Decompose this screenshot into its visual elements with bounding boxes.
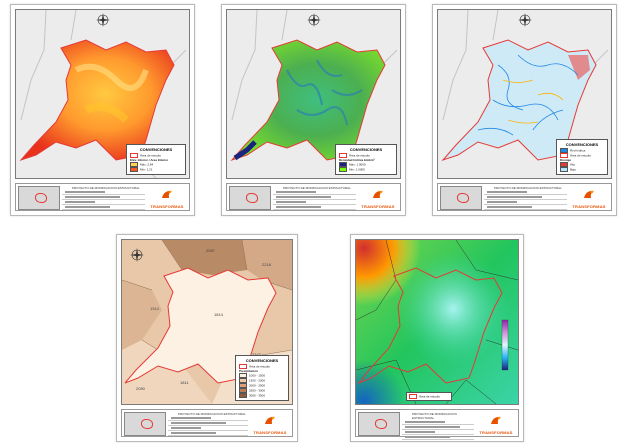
brand-name: TRANSFORMAS xyxy=(572,204,606,209)
north-arrow-icon xyxy=(96,13,110,27)
map-footer: PROYECTO DE MODIFICACION ESTRUCTURAL TRA… xyxy=(355,409,519,440)
legend-subtitle: Drenaje xyxy=(560,158,572,162)
map-canvas xyxy=(16,10,189,178)
title-block: PROYECTO DE MODIFICACION ESTRUCTURAL xyxy=(484,186,567,210)
map-sheet-1: CONVENCIONES Área de estudio Elev. Infer… xyxy=(10,4,195,216)
legend-item: Mín: 1.0000 xyxy=(339,167,393,172)
legend-item: 1500 - 2000 xyxy=(239,378,285,383)
map-sheet-4: 1314 2057 1814 2218 1811 2347 2050 CONVE… xyxy=(116,234,298,442)
map-legend: CONVENCIONES Área de estudio Elev. Infer… xyxy=(126,144,186,175)
zone-label: 2057 xyxy=(206,248,216,253)
title-block: PROYECTO DE MODIFICACION ESTRUCTURAL xyxy=(273,186,356,210)
brand-name: TRANSFORMAS xyxy=(253,430,287,435)
legend-subtitle: Elev. Inferior / Area Inferior xyxy=(130,158,169,162)
study-area xyxy=(19,39,175,162)
study-area xyxy=(357,267,503,385)
brand-logo-icon xyxy=(162,190,172,198)
legend-item: 1000 - 1500 xyxy=(239,373,285,378)
legend-item: Área de estudio xyxy=(560,153,604,158)
legend-title: CONVENCIONES xyxy=(565,142,599,147)
zone-label: 2218 xyxy=(262,262,272,267)
brand-logo-icon xyxy=(373,190,383,198)
brand-logo: TRANSFORMAS xyxy=(358,186,398,209)
zone-label: 2347 xyxy=(252,352,262,357)
map-legend: Área de estudio xyxy=(406,392,452,401)
brand-name: TRANSFORMAS xyxy=(150,204,184,209)
legend-subtitle: Densidad hídrica km/km² xyxy=(339,158,375,162)
color-ramp-bar xyxy=(501,319,509,371)
map-legend: CONVENCIONES Área de estudio Densidad hí… xyxy=(335,144,397,175)
zone-label: 1814 xyxy=(214,312,224,317)
map-legend: CONVENCIONES Red hídrica Área de estudio… xyxy=(556,139,608,175)
north-arrow-icon xyxy=(307,13,321,27)
map-footer: PROYECTO DE MODIFICACION ESTRUCTURAL TRA… xyxy=(121,409,293,437)
legend-item: Bajo xyxy=(560,167,604,172)
legend-item: Red hídrica xyxy=(560,148,604,153)
map-frame: CONVENCIONES Red hídrica Área de estudio… xyxy=(437,9,612,179)
brand-logo: TRANSFORMAS xyxy=(569,186,609,209)
study-area xyxy=(124,267,277,384)
map-frame: 1314 2057 1814 2218 1811 2347 2050 CONVE… xyxy=(121,239,293,405)
map-sheet-2: CONVENCIONES Área de estudio Densidad hí… xyxy=(221,4,406,216)
legend-title: CONVENCIONES xyxy=(139,147,173,152)
zone-label: 1811 xyxy=(180,380,189,385)
footer-title: PROYECTO DE MODIFICACION ESTRUCTURAL xyxy=(283,186,351,190)
title-block: PROYECTO DE MODIFICACION ESTRUCTURAL xyxy=(168,412,248,436)
footer-title: PROYECTO DE MODIFICACION ESTRUCTURAL xyxy=(494,186,562,190)
legend-item: Área de estudio xyxy=(130,153,182,158)
location-inset xyxy=(229,186,271,210)
brand-logo: TRANSFORMAS xyxy=(147,186,187,209)
legend-item: Mín: 1,21 xyxy=(130,167,182,172)
map-frame: CONVENCIONES Área de estudio Densidad hí… xyxy=(226,9,401,179)
study-area xyxy=(441,39,597,162)
brand-logo-icon xyxy=(265,416,275,424)
legend-item: Máx: 1.0000 xyxy=(339,162,393,167)
map-sheet-5: Área de estudio PROYECTO DE MODIFICACION… xyxy=(350,234,524,442)
map-canvas xyxy=(438,10,611,178)
map-frame: CONVENCIONES Área de estudio Elev. Infer… xyxy=(15,9,190,179)
legend-item: Área de estudio xyxy=(239,364,285,369)
brand-logo-icon xyxy=(584,190,594,198)
zone-label: 1314 xyxy=(150,306,160,311)
location-inset xyxy=(18,186,60,210)
location-inset xyxy=(358,412,400,436)
map-footer: PROYECTO DE MODIFICACION ESTRUCTURAL TRA… xyxy=(437,183,612,211)
map-footer: PROYECTO DE MODIFICACION ESTRUCTURAL TRA… xyxy=(15,183,190,211)
brand-name: TRANSFORMAS xyxy=(479,430,513,435)
brand-logo-icon xyxy=(491,416,501,424)
map-canvas xyxy=(356,240,518,404)
legend-item: 2500 - 3000 xyxy=(239,388,285,393)
map-sheet-3: CONVENCIONES Red hídrica Área de estudio… xyxy=(432,4,617,216)
legend-item: Máx: 2,64 xyxy=(130,162,182,167)
map-legend: CONVENCIONES Área de estudio Precipitaci… xyxy=(235,355,289,401)
footer-title: PROYECTO DE MODIFICACION ESTRUCTURAL xyxy=(178,412,246,416)
brand-logo: TRANSFORMAS xyxy=(476,412,516,435)
legend-item: Área de estudio xyxy=(409,394,449,399)
study-area xyxy=(230,39,386,162)
map-frame: Área de estudio xyxy=(355,239,519,405)
zone-label: 2050 xyxy=(136,386,146,391)
title-block: PROYECTO DE MODIFICACION ESTRUCTURAL xyxy=(402,412,474,440)
legend-title: CONVENCIONES xyxy=(245,358,279,363)
north-arrow-icon xyxy=(518,13,532,27)
title-block: PROYECTO DE MODIFICACION ESTRUCTURAL xyxy=(62,186,145,210)
footer-title: PROYECTO DE MODIFICACION ESTRUCTURAL xyxy=(72,186,140,190)
legend-item: Área de estudio xyxy=(339,153,393,158)
brand-name: TRANSFORMAS xyxy=(361,204,395,209)
brand-logo: TRANSFORMAS xyxy=(250,412,290,435)
footer-title: PROYECTO DE MODIFICACION ESTRUCTURAL xyxy=(412,412,457,420)
legend-subtitle: Precipitación xyxy=(239,369,258,373)
legend-item: 2000 - 2500 xyxy=(239,383,285,388)
legend-item: 3000 - 3500 xyxy=(239,393,285,398)
location-inset xyxy=(440,186,482,210)
north-arrow-icon xyxy=(130,248,144,262)
legend-title: CONVENCIONES xyxy=(349,147,383,152)
legend-item: Alto xyxy=(560,162,604,167)
map-footer: PROYECTO DE MODIFICACION ESTRUCTURAL TRA… xyxy=(226,183,401,211)
location-inset xyxy=(124,412,166,436)
